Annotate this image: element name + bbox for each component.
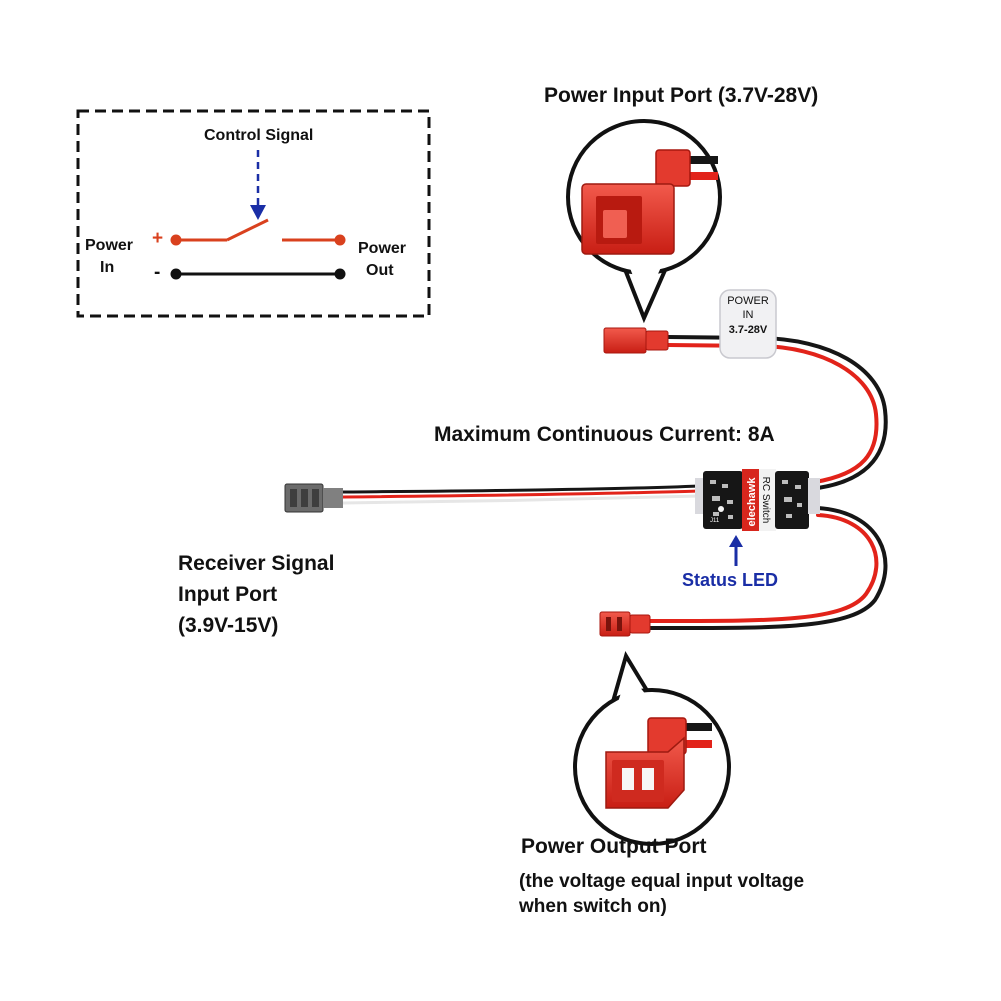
- zoomed-output-jst: [605, 717, 712, 809]
- max-current-label: Maximum Continuous Current: 8A: [434, 423, 775, 446]
- schematic-power-out-label-line1: Power: [358, 240, 407, 257]
- heatshrink-right: [808, 478, 820, 514]
- output-wire-black: [648, 506, 888, 631]
- status-led: [718, 506, 724, 512]
- receiver-signal-label-line1: Receiver Signal: [178, 552, 335, 575]
- zoomed-input-jst: [581, 149, 718, 255]
- sleeve-text-line1: POWER: [727, 295, 769, 307]
- servo-connector-strain-relief: [323, 488, 343, 508]
- power-in-label-sleeve: POWER IN 3.7-28V: [719, 289, 777, 359]
- output-note-line1: (the voltage equal input voltage: [519, 871, 805, 892]
- schematic-power-out-label-line2: Out: [366, 262, 394, 279]
- receiver-signal-label-line3: (3.9V-15V): [178, 614, 279, 637]
- input-bubble-pointer-mask: [630, 265, 662, 305]
- jst-input-body: [603, 327, 647, 354]
- positive-terminal-in: [170, 234, 182, 246]
- schematic-power-in-label-line1: Power: [85, 237, 134, 254]
- status-led-label: Status LED: [682, 570, 779, 590]
- output-note-line2: when switch on): [519, 896, 667, 917]
- schematic-minus-sign: -: [154, 262, 161, 283]
- power-output-zoom-bubble: [573, 651, 731, 846]
- power-input-zoom-bubble: [566, 119, 722, 324]
- negative-terminal-out: [334, 268, 346, 280]
- signal-wire-white: [341, 494, 702, 505]
- jst-output-pin1: [606, 617, 611, 631]
- power-output-connector: [599, 611, 651, 637]
- schematic-diagram: [76, 109, 431, 318]
- jst-input-collar: [645, 330, 669, 351]
- negative-terminal-in: [170, 268, 182, 280]
- input-wire-red: [666, 343, 879, 484]
- jst-output-body: [599, 611, 631, 637]
- sleeve-band: [719, 289, 777, 359]
- servo-connector-pin1: [290, 489, 297, 507]
- output-bubble-pointer-mask: [616, 672, 650, 708]
- signal-wire-red: [341, 489, 702, 499]
- smd-components: [710, 480, 802, 519]
- control-signal-label: Control Signal: [204, 127, 314, 144]
- pcb-left: [703, 471, 743, 529]
- brand-stripe: [742, 469, 759, 531]
- jst-output-collar: [629, 614, 651, 634]
- model-text: RC Switch: [760, 477, 771, 524]
- servo-connector-pin3: [312, 489, 319, 507]
- sleeve-text-line3: 3.7-28V: [729, 324, 768, 336]
- jst-output-pin2: [617, 617, 622, 631]
- receiver-signal-label-line2: Input Port: [178, 583, 278, 606]
- power-output-port-label: Power Output Port: [521, 835, 707, 858]
- receiver-signal-connector: [284, 483, 343, 513]
- power-input-connector: [603, 327, 669, 354]
- output-wire-red: [648, 513, 879, 624]
- model-stripe: [759, 469, 776, 531]
- rc-switch-module: elechawk RC Switch J11: [695, 469, 820, 531]
- power-input-port-label: Power Input Port (3.7V-28V): [544, 84, 819, 107]
- input-wire-black: [666, 335, 888, 490]
- servo-connector-pin2: [301, 489, 308, 507]
- signal-wire-black: [341, 484, 702, 494]
- schematic-dashed-border: [76, 109, 431, 318]
- connector-label: J11: [710, 518, 720, 524]
- switch-blade: [226, 218, 269, 242]
- wires: [341, 335, 888, 631]
- control-signal-arrowhead: [250, 205, 266, 220]
- heatshrink-left: [695, 478, 705, 514]
- schematic-plus-sign: +: [152, 228, 164, 249]
- schematic-power-in-label-line2: In: [100, 259, 115, 276]
- status-led-arrowhead: [729, 535, 743, 547]
- brand-text: elechawk: [746, 477, 758, 527]
- sleeve-text-line2: IN: [743, 309, 754, 321]
- positive-terminal-out: [334, 234, 346, 246]
